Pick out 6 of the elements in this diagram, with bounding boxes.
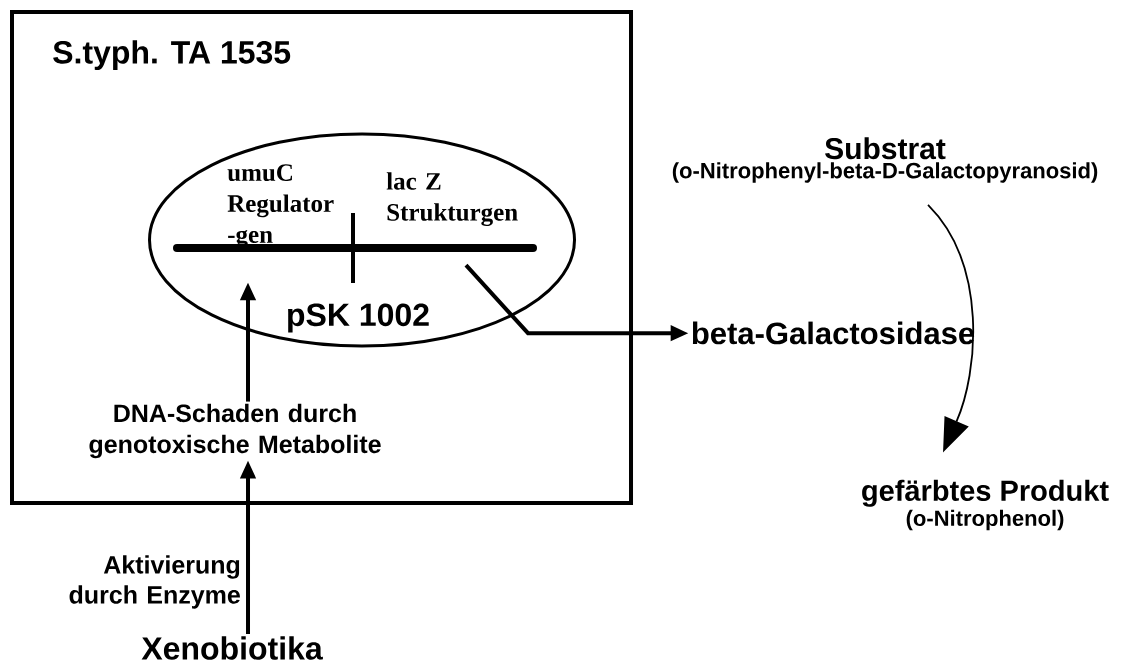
process-text: Substrat (o-Nitrophenyl-beta-D-Galactopyranosid): [672, 137, 1098, 183]
gene-segment: lac Z Strukturgen: [349, 172, 537, 252]
edge-label: Aktivierung durch Enzyme: [69, 555, 240, 609]
process-text: DNA-Schaden durch genotoxische Metabolite: [89, 403, 381, 459]
process-text: Xenobiotika: [141, 636, 323, 660]
process-text: gefärbtes Produkt (o-Nitrophenol): [862, 479, 1109, 531]
